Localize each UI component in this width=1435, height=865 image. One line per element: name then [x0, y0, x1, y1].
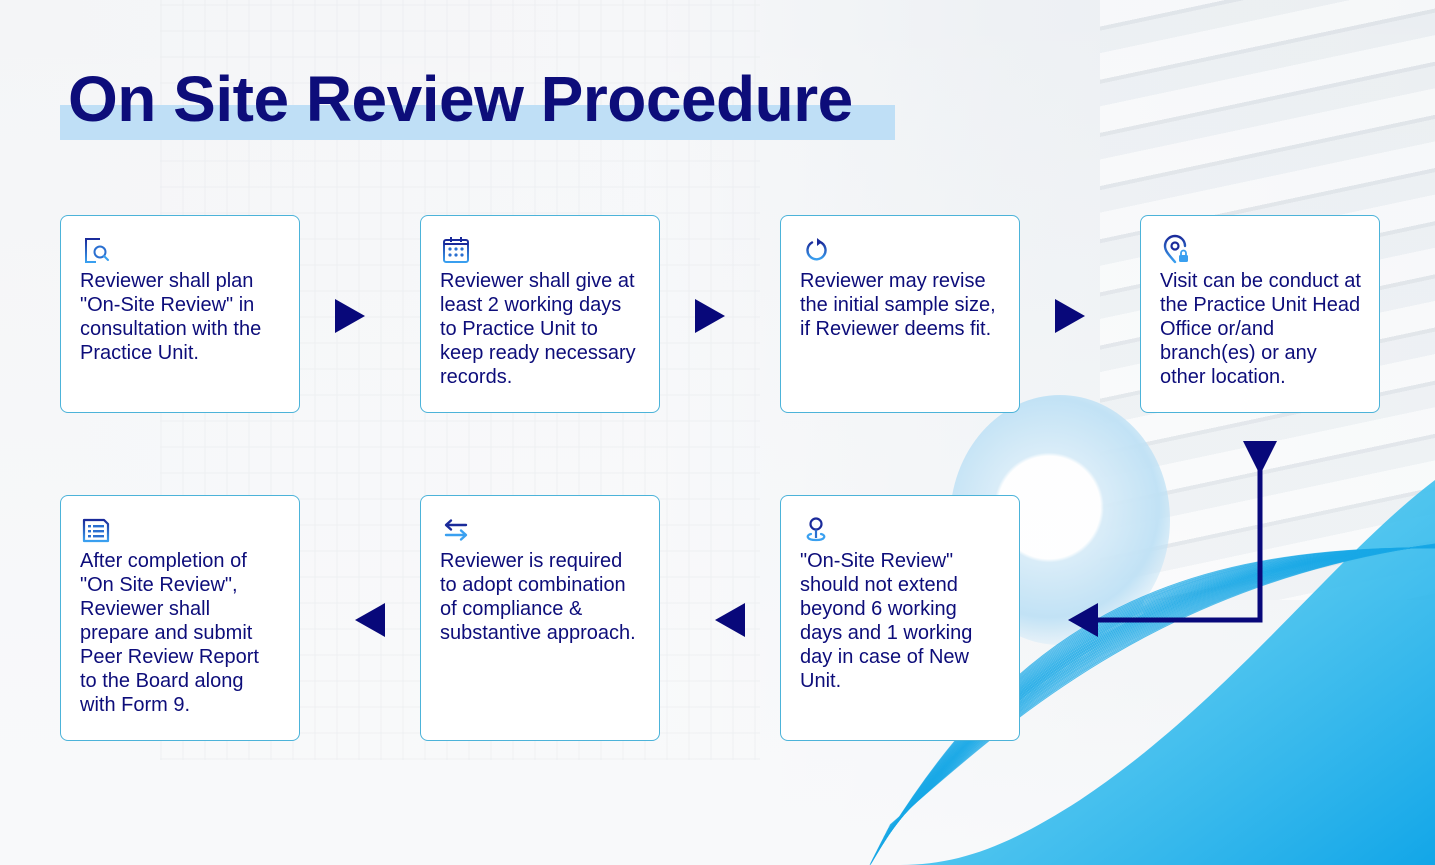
- step-card-6: Reviewer is required to adopt combinatio…: [420, 495, 660, 741]
- flow-arrow-left-6-to-7: [355, 603, 385, 637]
- step-card-4: Visit can be conduct at the Practice Uni…: [1140, 215, 1380, 413]
- step-card-2: Reviewer shall give at least 2 working d…: [420, 215, 660, 413]
- document-search-icon: [85, 238, 109, 263]
- connector-elbow-line: [1095, 465, 1263, 623]
- connector-arrow-left-head: [1068, 603, 1098, 637]
- report-list-icon: [82, 518, 110, 543]
- step-text: Reviewer is required to adopt combinatio…: [440, 550, 636, 644]
- wave-line: [889, 543, 1435, 826]
- step-text: Reviewer shall give at least 2 working d…: [440, 270, 636, 388]
- refresh-icon: [806, 238, 827, 261]
- map-pin-icon: [806, 517, 826, 542]
- step-text: Reviewer shall plan "On-Site Review" in …: [80, 270, 262, 364]
- step-text: "On-Site Review" should not extend beyon…: [800, 550, 973, 692]
- connector-arrow-down-head: [1243, 441, 1277, 475]
- step-card-1: Reviewer shall plan "On-Site Review" in …: [60, 215, 300, 413]
- step-text: Reviewer may revise the initial sample s…: [800, 270, 996, 340]
- flow-arrow-left-5-to-6: [715, 603, 745, 637]
- title-highlight-bar: [60, 105, 895, 140]
- flow-arrow-right-3-to-4: [1055, 299, 1085, 333]
- calendar-icon: [443, 237, 469, 263]
- page-title: On Site Review Procedure: [68, 63, 853, 135]
- step-card-5: "On-Site Review" should not extend beyon…: [780, 495, 1020, 741]
- step-card-3: Reviewer may revise the initial sample s…: [780, 215, 1020, 413]
- title-block: On Site Review Procedure: [60, 62, 895, 140]
- flow-connector-4-to-5: [1068, 441, 1277, 637]
- flow-arrow-right-2-to-3: [695, 299, 725, 333]
- step-card-7: After completion of "On Site Review", Re…: [60, 495, 300, 741]
- wave-solid: [900, 480, 1435, 865]
- step-text: Visit can be conduct at the Practice Uni…: [1160, 270, 1361, 388]
- swap-arrows-icon: [444, 519, 468, 541]
- step-text: After completion of "On Site Review", Re…: [80, 550, 259, 716]
- flow-arrow-right-1-to-2: [335, 299, 365, 333]
- location-lock-icon: [1163, 234, 1188, 264]
